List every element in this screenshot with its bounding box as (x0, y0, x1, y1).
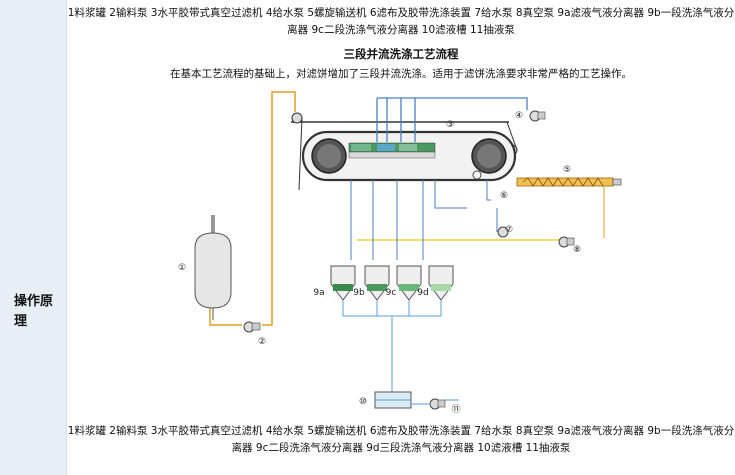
diagram-title: 三段并流洗涤工艺流程 (343, 47, 459, 61)
vacuum-pump (357, 236, 575, 248)
marker-9b: 9b (353, 288, 365, 298)
screw-conveyor (516, 177, 622, 187)
cloth-wash-device (434, 170, 491, 209)
process-diagram: ① ② ③ (178, 91, 622, 415)
legend-bottom: 1料浆罐 2输料泵 3水平胶带式真空过滤机 4给水泵 5螺旋输送机 6滤布及胶带… (67, 425, 735, 454)
marker-4: ④ (515, 111, 523, 121)
discharge-pump (411, 398, 459, 410)
supply-pump-7 (496, 208, 509, 238)
separator-9b (364, 265, 390, 301)
legend-top: 1料浆罐 2输料泵 3水平胶带式真空过滤机 4给水泵 5螺旋输送机 6滤布及胶带… (67, 7, 735, 36)
marker-6: ⑥ (500, 191, 508, 201)
slurry-tank (194, 215, 232, 320)
marker-2: ② (258, 337, 266, 347)
marker-7: ⑦ (505, 225, 513, 235)
supply-pump-4 (529, 110, 546, 122)
filtrate-lines (350, 180, 424, 260)
separator-9d (428, 265, 454, 301)
filtrate-tank (374, 391, 412, 409)
row-label-cell: 操作原理 (0, 0, 67, 475)
row-label: 操作原理 (14, 294, 54, 329)
marker-3: ③ (446, 120, 454, 130)
marker-11: ⑪ (451, 404, 460, 415)
separator-9c (396, 265, 422, 301)
separator-9a (330, 265, 356, 301)
feed-pump (243, 321, 261, 333)
drain-lines (342, 300, 442, 392)
marker-5: ⑤ (563, 165, 571, 175)
slurry-line (209, 91, 296, 326)
marker-1: ① (178, 263, 186, 273)
content-cell: 1料浆罐 2输料泵 3水平胶带式真空过滤机 4给水泵 5螺旋输送机 6滤布及胶带… (67, 0, 735, 475)
marker-10: ⑩ (359, 397, 367, 407)
wash-water-lines (376, 97, 528, 142)
marker-8: ⑧ (573, 245, 581, 255)
marker-9a: 9a (313, 288, 324, 298)
marker-9c: 9c (386, 288, 397, 298)
vacuum-belt-filter (291, 112, 518, 191)
marker-9d: 9d (417, 288, 428, 298)
diagram-subtitle: 在基本工艺流程的基础上，对滤饼增加了三段并流洗涤。适用于滤饼洗涤要求非常严格的工… (170, 68, 632, 80)
